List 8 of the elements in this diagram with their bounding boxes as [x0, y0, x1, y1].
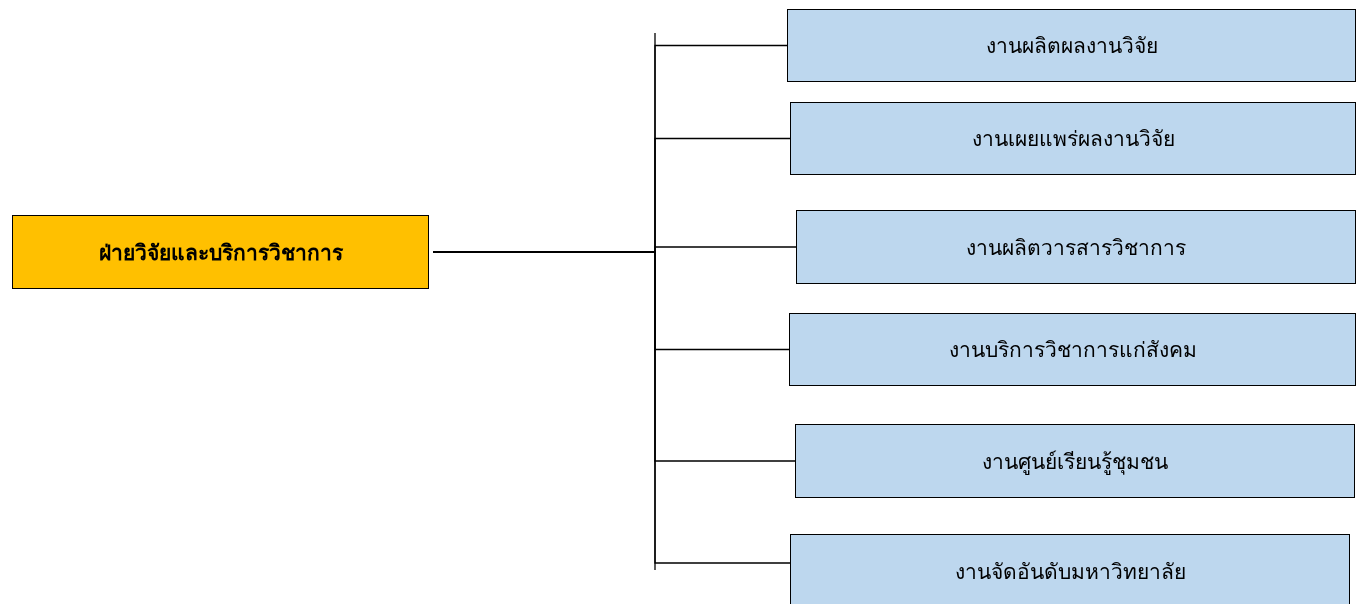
- unit-box: งานผลิตวารสารวิชาการ: [796, 210, 1356, 284]
- unit-box: งานศูนย์เรียนรู้ชุมชน: [795, 424, 1355, 498]
- unit-box: งานผลิตผลงานวิจัย: [787, 9, 1356, 82]
- connector-line: [432, 251, 791, 564]
- unit-box: งานบริการวิชาการแก่สังคม: [789, 313, 1356, 386]
- unit-box: งานจัดอันดับมหาวิทยาลัย: [790, 534, 1350, 604]
- department-box: ฝ่ายวิจัยและบริการวิชาการ: [12, 215, 429, 289]
- unit-box: งานเผยแพร่ผลงานวิจัย: [790, 102, 1356, 175]
